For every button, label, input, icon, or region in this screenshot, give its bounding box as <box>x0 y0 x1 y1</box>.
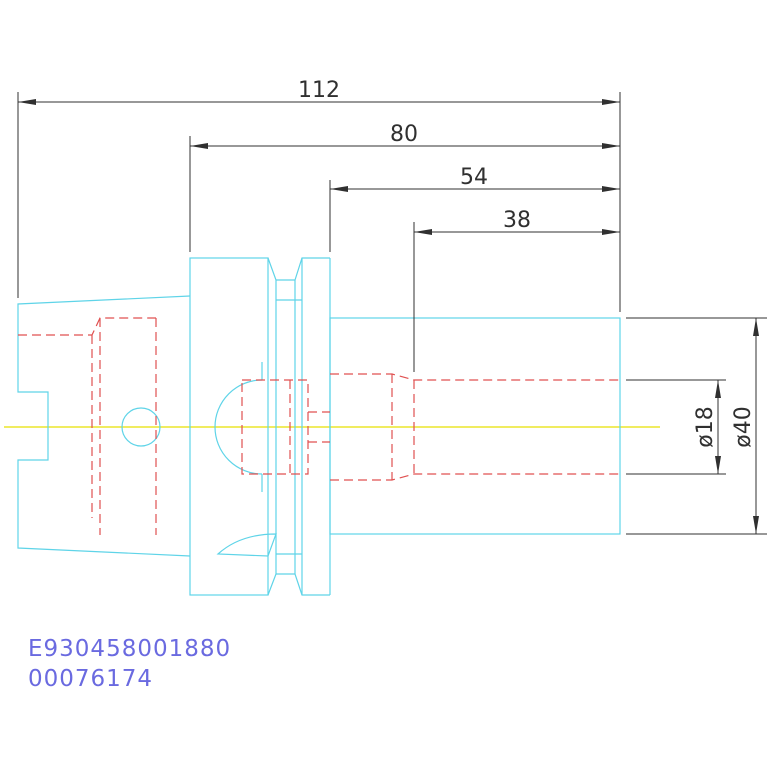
flange-step <box>267 257 277 596</box>
dim-label-d40: ø40 <box>731 406 756 447</box>
part-number-text: E930458001880 <box>28 636 231 662</box>
drive-lug <box>216 533 277 557</box>
arrow-38-right <box>602 229 620 235</box>
arrow-d18-bottom <box>715 456 721 474</box>
arrow-38-left <box>414 229 432 235</box>
hidden-bore-shaft-bottom <box>330 473 620 481</box>
dim-label-d18: ø18 <box>693 406 718 447</box>
hidden-bore-mid <box>241 379 309 475</box>
arrow-d40-top <box>753 318 759 336</box>
arrow-112-left <box>18 99 36 105</box>
arrow-d18-top <box>715 380 721 398</box>
v-groove-bottom <box>276 573 330 596</box>
arrow-54-right <box>602 186 620 192</box>
v-groove-top <box>276 257 330 281</box>
dim-label-38: 38 <box>503 208 531 233</box>
dim-label-80: 80 <box>390 122 418 147</box>
dim-label-54: 54 <box>460 165 488 190</box>
serial-number-text: 00076174 <box>28 666 153 692</box>
taper-shank <box>17 295 191 557</box>
dim-label-112: 112 <box>298 78 340 103</box>
arrow-54-left <box>330 186 348 192</box>
hidden-bore-shaft <box>330 373 620 381</box>
cross-hole <box>121 407 161 447</box>
flange-body <box>189 257 269 596</box>
arrow-112-right <box>602 99 620 105</box>
arrow-80-left <box>190 143 208 149</box>
arrow-80-right <box>602 143 620 149</box>
cylindrical-shaft <box>329 317 621 535</box>
arrow-d40-bottom <box>753 516 759 534</box>
dimensions: 112 80 54 38 ø18 ø40 <box>17 78 767 535</box>
hidden-lines <box>18 317 620 535</box>
hidden-bore-left <box>18 317 156 336</box>
